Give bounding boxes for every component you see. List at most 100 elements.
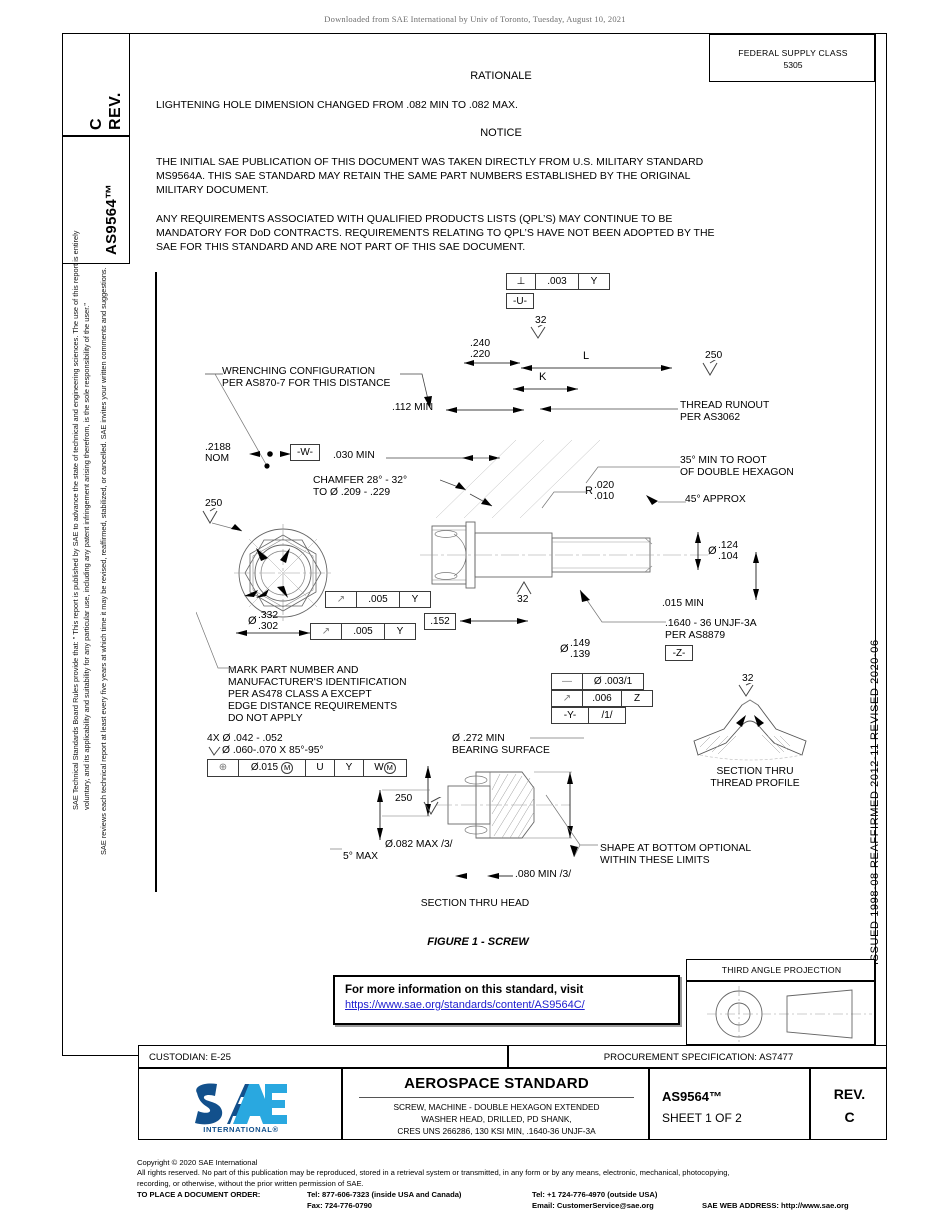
section-thru-head-view — [436, 771, 573, 839]
dia-332-arrows — [236, 630, 310, 636]
chamfer-note-line1: CHAMFER 28° - 32° — [313, 475, 408, 486]
root-note-line2: OF DOUBLE HEXAGON — [680, 467, 794, 478]
surface-finish-32-mid: 32 — [517, 594, 529, 605]
surface-finish-250-right: 250 — [705, 350, 723, 361]
footer-copyright: Copyright © 2020 SAE International — [137, 1158, 258, 1167]
dim-220: .220 — [470, 348, 491, 360]
revised-date: REVISED 2020-06 — [869, 639, 881, 740]
nom-arrows — [249, 451, 291, 457]
figure-caption: FIGURE 1 - SCREW — [427, 936, 529, 948]
dim-112-min: .112 MIN — [392, 402, 434, 413]
side-view-screw — [420, 521, 708, 589]
wrenching-note-leader-right — [400, 373, 432, 409]
dia-124-upper: .124 — [718, 540, 739, 551]
dia-124-arrows — [695, 532, 701, 570]
drawing-left-rule — [155, 272, 158, 892]
datum-y-cell: -Y- — [552, 708, 589, 723]
legal-line-2: voluntary, and its applicability and sui… — [82, 303, 91, 810]
fcf-runout-tol-3: .006 — [583, 691, 622, 706]
notice-p1-line2: MS9564A. THIS SAE STANDARD MAY RETAIN TH… — [156, 170, 691, 182]
radius-upper: .020 — [594, 480, 615, 491]
chamfer-note-line2: TO Ø .209 - .229 — [313, 487, 391, 498]
footer-tel-intl: Tel: +1 724-776-4970 (outside USA) — [532, 1190, 658, 1200]
standard-id-box: AS9564™ — [62, 136, 130, 264]
surface-finish-symbol-32-mid — [516, 581, 532, 595]
thread-runout-leader — [540, 406, 678, 412]
approx-45-leader — [646, 495, 686, 505]
dia-124-lower: .104 — [718, 550, 739, 562]
more-info-box[interactable]: For more information on this standard, v… — [333, 975, 680, 1025]
dim-240-220-arrows — [464, 360, 520, 366]
more-info-line1: For more information on this standard, v… — [345, 984, 584, 996]
runout-icon-1: ↗ — [326, 592, 357, 607]
max-5-deg-leader — [330, 848, 342, 850]
doc-number: AS9564™ — [662, 1089, 722, 1104]
dia-symbol-124: Ø — [708, 545, 717, 557]
bearing-surface-line1: Ø .272 MIN — [452, 733, 505, 744]
fcf-pos-datum-y: Y — [335, 760, 364, 776]
dim-K-label: K — [539, 371, 547, 383]
dia-symbol-332: Ø — [248, 615, 257, 627]
thread-profile-section — [693, 699, 807, 761]
nom-label: NOM — [205, 452, 230, 464]
surface-finish-symbol-top — [530, 325, 546, 339]
sheet-number: SHEET 1 OF 2 — [662, 1111, 742, 1125]
dia-332-lower: .302 — [258, 620, 279, 632]
datum-w-box: -W- — [290, 444, 320, 461]
projection-title-box: THIRD ANGLE PROJECTION — [686, 959, 875, 981]
fcf-position: ⊕ Ø.015 M U Y W M — [207, 759, 407, 777]
min-080-arrows — [455, 873, 513, 879]
radius-lower: .010 — [594, 490, 615, 502]
fcf-runout-tol-1: .005 — [357, 592, 400, 607]
description-box: AEROSPACE STANDARD SCREW, MACHINE - DOUB… — [342, 1068, 649, 1140]
mark-note-line2: MANUFACTURER'S IDENTIFICATION — [228, 677, 407, 688]
custodian-text: CUSTODIAN: E-25 — [149, 1052, 231, 1063]
footer-order-label: TO PLACE A DOCUMENT ORDER: — [137, 1190, 261, 1200]
section-head-caption: SECTION THRU HEAD — [420, 898, 530, 909]
notice-p1-line3: MILITARY DOCUMENT. — [156, 184, 269, 196]
fsc-title: FEDERAL SUPPLY CLASS — [738, 48, 848, 58]
runout-icon-3: ↗ — [552, 691, 583, 706]
reaffirmed-date: REAFFIRMED 2012-11 — [869, 743, 881, 868]
fcf-runout-1: ↗ .005 Y — [325, 591, 431, 608]
description-divider — [359, 1097, 634, 1099]
notice-p1-line1: THE INITIAL SAE PUBLICATION OF THIS DOCU… — [156, 156, 704, 168]
footer-tel-usa: Tel: 877-606-7323 (inside USA and Canada… — [307, 1190, 462, 1200]
side-view-hatch-guides — [435, 440, 601, 519]
end-view-double-hexagon — [234, 524, 332, 622]
legal-line-1: SAE Technical Standards Board Rules prov… — [71, 230, 80, 810]
dim-240: .240 — [470, 338, 491, 349]
fsc-value: 5305 — [783, 60, 803, 70]
perpendicularity-icon: ⊥ — [507, 274, 536, 289]
section-thread-line1: SECTION THRU — [716, 766, 794, 777]
fcf-runout-2: ↗ .005 Y — [310, 623, 416, 640]
fcf-perpendicularity: ⊥ .003 Y — [506, 273, 610, 290]
fcf-straightness: — Ø .003/1 — [551, 673, 644, 690]
standard-url-link[interactable]: https://www.sae.org/standards/content/AS… — [345, 999, 585, 1011]
notice-title: NOTICE — [480, 127, 522, 139]
description-line1: SCREW, MACHINE - DOUBLE HEXAGON EXTENDED — [393, 1102, 600, 1112]
surface-finish-32-thread: 32 — [742, 673, 754, 684]
sae-logo — [195, 1083, 287, 1125]
fcf-pos-tol: Ø.015 — [250, 762, 279, 773]
shape-note-line1: SHAPE AT BOTTOM OPTIONAL — [600, 843, 752, 854]
datum-u-box: -U- — [506, 293, 534, 309]
mark-note-line4: EDGE DISTANCE REQUIREMENTS — [228, 701, 398, 712]
wrenching-note-leader-down — [215, 374, 270, 469]
description-line3: CRES UNS 266286, 130 KSI MIN, .1640-36 U… — [397, 1126, 596, 1136]
position-icon: ⊕ — [208, 760, 239, 776]
federal-supply-class-box: FEDERAL SUPPLY CLASS 5305 — [709, 34, 875, 82]
dim-152-arrows — [460, 618, 528, 624]
dia-149-upper: .149 — [570, 638, 591, 649]
logo-box: INTERNATIONAL® — [138, 1068, 342, 1140]
thread-runout-line1: THREAD RUNOUT — [680, 400, 770, 411]
surface-finish-32-top: 32 — [535, 315, 547, 326]
dia-149-lower: .139 — [570, 648, 591, 660]
third-angle-projection-icon — [707, 986, 872, 1042]
notice-p2-line2: MANDATORY FOR DoD CONTRACTS. REQUIREMENT… — [156, 227, 715, 239]
surface-finish-symbol-250-head — [423, 797, 442, 815]
section-thread-line2: THREAD PROFILE — [710, 778, 800, 789]
root-note-leader — [585, 466, 680, 484]
hole-callout-line2: Ø .060-.070 X 85°-95° — [222, 745, 324, 756]
mark-note-line3: PER AS478 CLASS A EXCEPT — [228, 689, 372, 700]
